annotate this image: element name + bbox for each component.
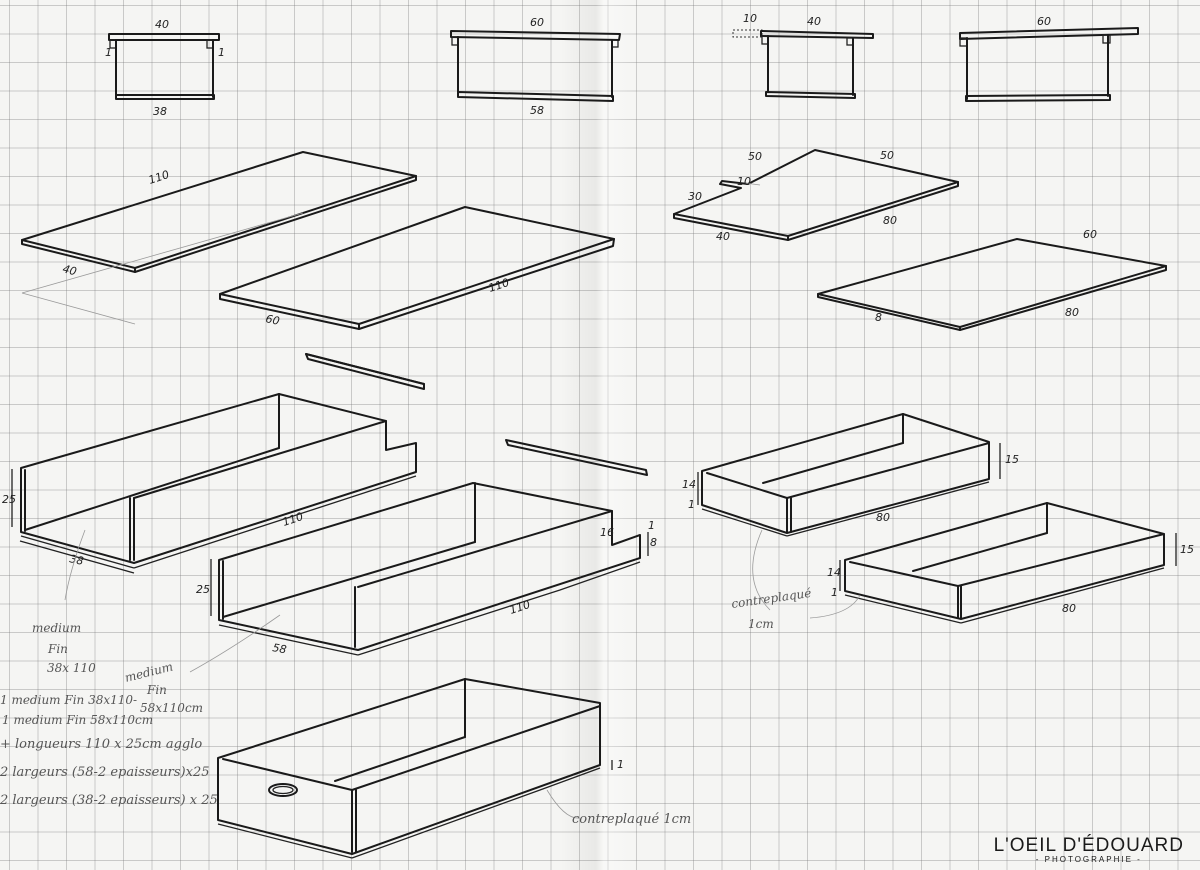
materials-line: 2 largeurs (58-2 epaisseurs)x25 (0, 765, 210, 780)
annotation-plywood-drawer: contreplaqué 1cm (730, 586, 812, 631)
svg-text:1cm: 1cm (748, 617, 774, 631)
dim-length: 80 (876, 511, 890, 524)
dim-lip-left: 1 (105, 46, 112, 59)
dim-width: 60 (264, 312, 280, 328)
dim-width: 58 (271, 641, 287, 656)
box-58x110: 25 58 110 16 1 8 (196, 482, 657, 656)
materials-line: 2 largeurs (38-2 epaisseurs) x 25 (0, 793, 218, 808)
photographer-watermark: L'OEIL D'ÉDOUARD - PHOTOGRAPHIE - (994, 835, 1184, 864)
dim-left: 8 (875, 311, 882, 324)
dim-notch-side: 30 (688, 190, 702, 203)
drawer-80-lower: 14 1 15 80 (827, 502, 1194, 624)
panel-110x40: 110 40 (21, 151, 417, 325)
dim-right-height: 15 (1005, 453, 1019, 466)
dim-left-top: 14 (827, 566, 841, 579)
rail-top (305, 353, 425, 390)
cross-section-40-offset: 10 40 (732, 12, 874, 99)
panel-110x60: 110 60 (219, 206, 615, 330)
dim-front: 40 (716, 230, 730, 243)
dim-left-bottom: 1 (688, 498, 695, 511)
dim-step-top: 1 (648, 519, 655, 532)
dim-bottom: 58 (530, 104, 544, 117)
dim-edge-a: 50 (748, 150, 762, 163)
dim-left-top: 14 (682, 478, 696, 491)
cross-section-60: 60 58 (450, 16, 621, 117)
svg-text:58x110cm: 58x110cm (140, 701, 203, 715)
dim-width: 38 (68, 552, 84, 568)
dim-length: 110 (508, 598, 532, 617)
materials-line: 1 medium Fin 38x110- (0, 693, 137, 707)
dim-top: 60 (530, 16, 544, 29)
dim-width: 40 (61, 262, 78, 278)
dim-left-bottom: 1 (831, 586, 838, 599)
dim-length: 110 (487, 276, 511, 295)
dim-length: 80 (1062, 602, 1076, 615)
cross-section-60-right: 60 (959, 15, 1139, 102)
svg-text:medium: medium (32, 621, 81, 635)
materials-line: + longueurs 110 x 25cm agglo (0, 737, 202, 752)
dim-rail-height: 16 (600, 526, 614, 539)
svg-text:medium: medium (123, 659, 174, 684)
dim-back: 60 (1083, 228, 1097, 241)
panel-60x80: 60 8 80 (817, 228, 1167, 331)
dim-lip-right: 1 (218, 46, 225, 59)
annotation-plywood-box: contreplaqué 1cm (572, 812, 691, 827)
dim-top: 60 (1037, 15, 1051, 28)
dim-bottom: 38 (153, 105, 167, 118)
dim-right: 80 (883, 214, 897, 227)
rail-middle (505, 439, 648, 476)
panel-notched: 50 50 10 30 40 80 (673, 149, 959, 243)
cross-section-40: 40 38 1 1 (105, 18, 225, 118)
svg-text:Fin: Fin (47, 642, 68, 656)
dim-right-height: 15 (1180, 543, 1194, 556)
dim-edge-b: 50 (880, 149, 894, 162)
dim-height: 25 (2, 493, 16, 506)
annotation-medium-large: medium Fin 58x110cm (123, 659, 203, 715)
box-with-handle: 1 (217, 678, 624, 859)
dim-length: 110 (281, 510, 305, 529)
materials-line: 1 medium Fin 58x110cm (2, 713, 153, 727)
dim-bottom-thickness: 1 (617, 758, 624, 771)
svg-text:Fin: Fin (146, 683, 167, 697)
drawer-80-upper: 14 1 15 80 (682, 413, 1019, 537)
dim-height: 25 (196, 583, 210, 596)
dim-top: 40 (155, 18, 169, 31)
box-38x110: 25 38 110 (2, 393, 417, 574)
materials-list: 1 medium Fin 38x110- 1 medium Fin 58x110… (0, 693, 218, 808)
dim-top: 40 (807, 15, 821, 28)
annotation-medium-small: medium Fin 38x 110 (32, 621, 96, 675)
dim-right: 80 (1065, 306, 1079, 319)
dim-notch-depth: 10 (737, 175, 751, 188)
dim-step: 8 (650, 536, 657, 549)
dim-length: 110 (147, 168, 171, 187)
watermark-main: L'OEIL D'ÉDOUARD (993, 835, 1184, 856)
svg-text:38x 110: 38x 110 (47, 661, 96, 675)
dim-offset: 10 (743, 12, 757, 25)
svg-text:contreplaqué: contreplaqué (730, 586, 812, 611)
watermark-sub: - PHOTOGRAPHIE - (1035, 855, 1142, 864)
